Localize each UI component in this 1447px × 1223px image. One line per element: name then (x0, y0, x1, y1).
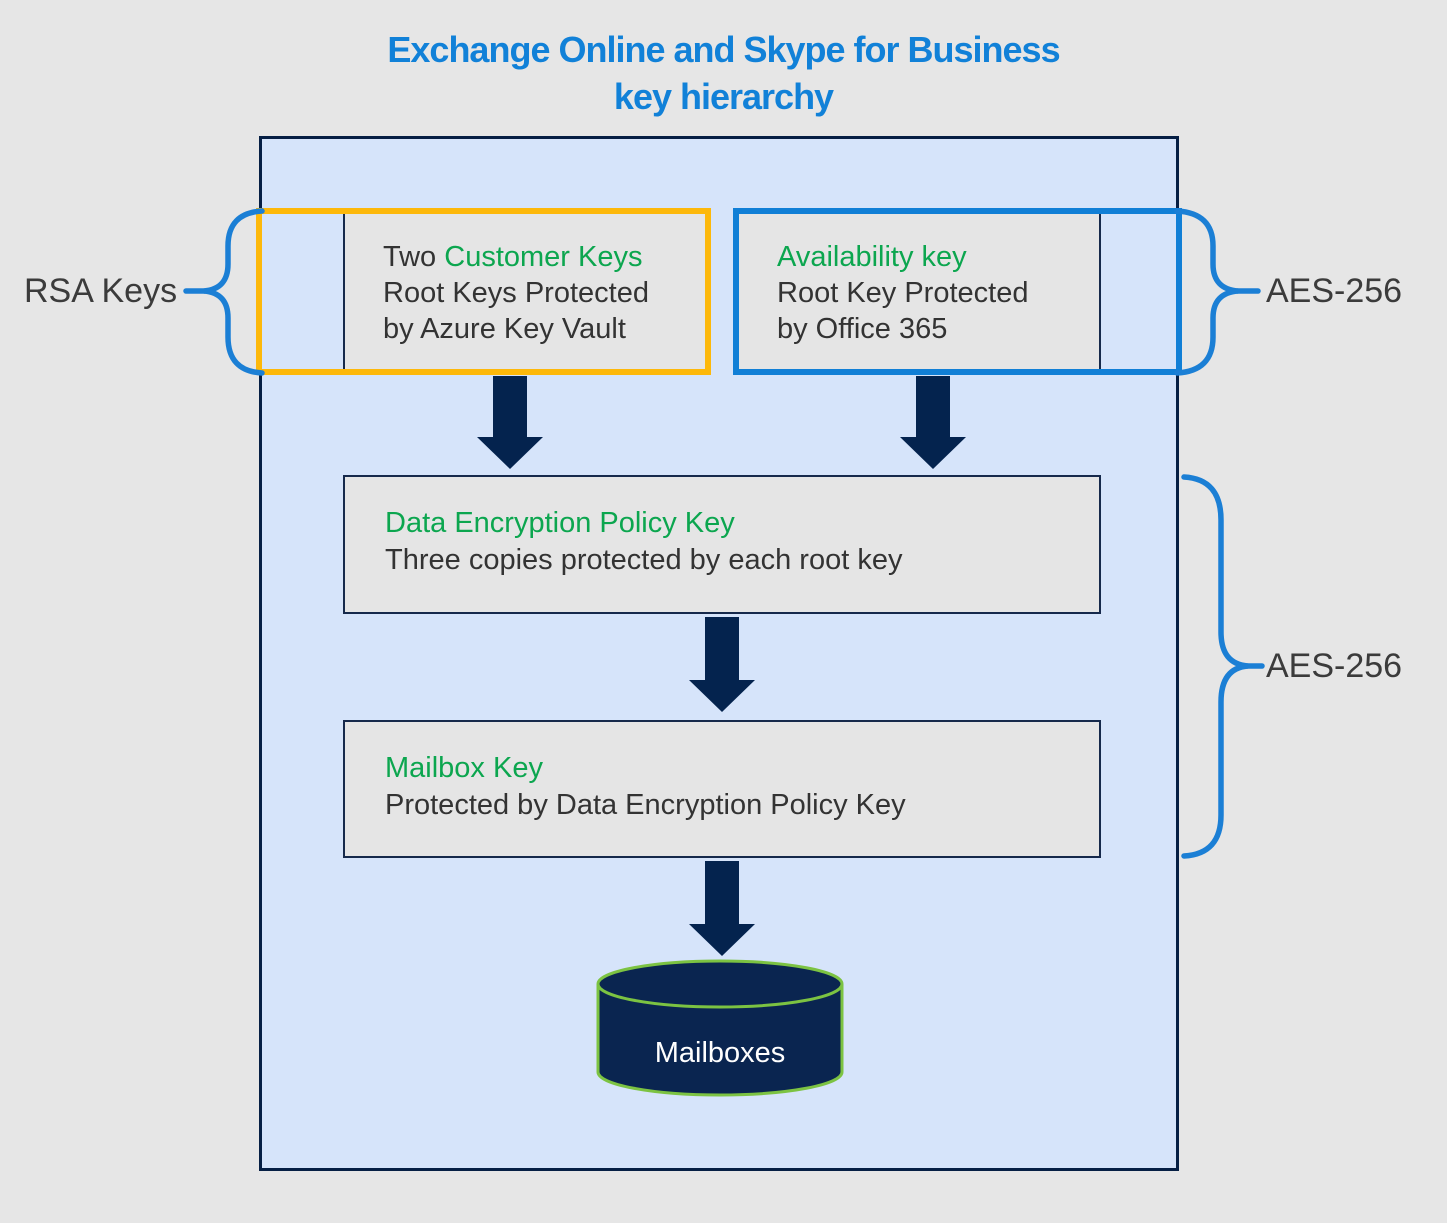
aes-256-top-label: AES-256 (1266, 272, 1403, 310)
mailbox-key-line2: Protected by Data Encryption Policy Key (385, 789, 906, 821)
customer-keys-line3: by Azure Key Vault (383, 313, 626, 345)
availability-key-line3: by Office 365 (777, 313, 948, 345)
mailbox-key-box: Mailbox Key Protected by Data Encryption… (343, 720, 1101, 858)
top-right-brace-icon (1174, 208, 1239, 376)
availability-key-blue-outline (733, 208, 1182, 375)
dep-key-line2: Three copies protected by each root key (385, 544, 903, 576)
customer-keys-prefix: Two (383, 241, 445, 273)
aes-256-bottom-label: AES-256 (1266, 647, 1403, 685)
customer-keys-title-line: Two Customer Keys (383, 239, 697, 275)
availability-key-highlight: Availability key (777, 241, 967, 273)
rsa-keys-label: RSA Keys (24, 272, 178, 310)
bottom-right-brace-icon (1181, 474, 1249, 859)
diagram-title: Exchange Online and Skype for Business k… (0, 26, 1447, 120)
customer-keys-box: Two Customer Keys Root Keys Protected by… (343, 211, 709, 372)
customer-keys-orange-outline (256, 208, 711, 375)
data-encryption-policy-key-box: Data Encryption Policy Key Three copies … (343, 475, 1101, 614)
customer-keys-line2: Root Keys Protected (383, 277, 649, 309)
availability-key-line2: Root Key Protected (777, 277, 1029, 309)
diagram-title-line2: key hierarchy (613, 76, 834, 117)
diagram-title-line1: Exchange Online and Skype for Business (387, 29, 1060, 70)
customer-keys-highlight: Customer Keys (444, 241, 643, 273)
left-brace-icon (203, 208, 265, 376)
dep-key-highlight: Data Encryption Policy Key (385, 507, 735, 539)
mailbox-key-highlight: Mailbox Key (385, 752, 543, 784)
